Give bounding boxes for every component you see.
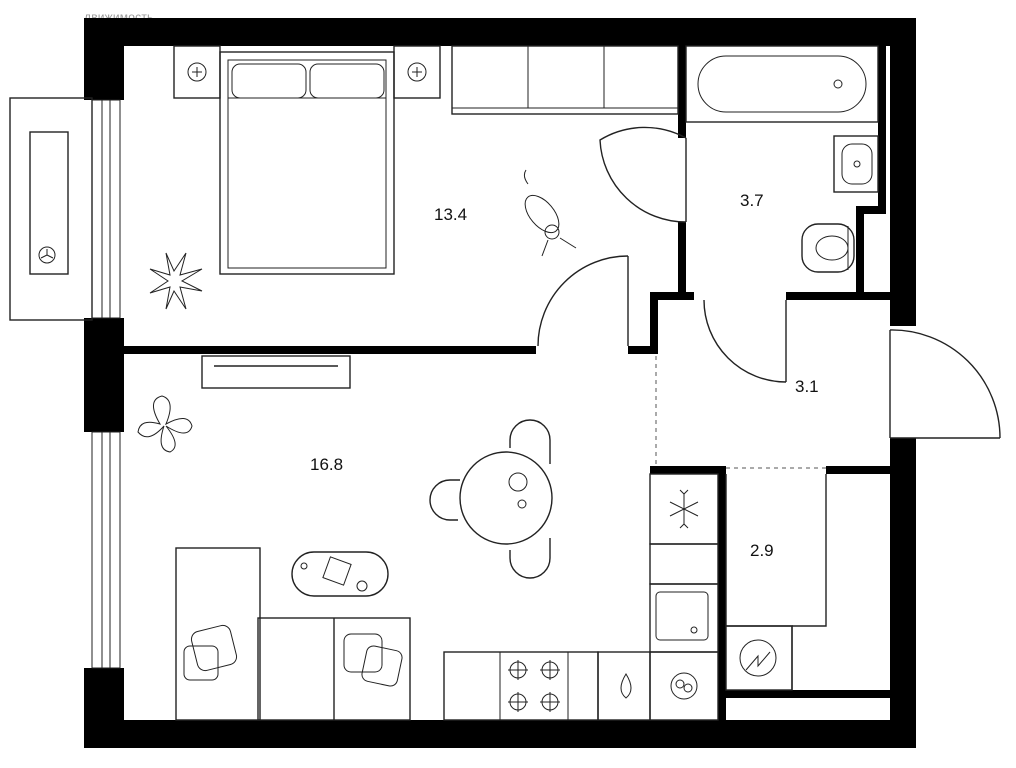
toilet-icon	[801, 223, 855, 273]
kitchen-counter	[649, 543, 719, 585]
room-area-bathroom: 3.7	[740, 191, 764, 210]
window-living	[91, 431, 121, 669]
sink-icon	[833, 135, 879, 193]
door-icon	[889, 329, 1001, 439]
bed-icon	[219, 51, 395, 275]
bathtub-icon	[685, 45, 879, 123]
plant-icon	[137, 395, 193, 453]
chair-icon	[429, 419, 551, 579]
sofa-icon	[175, 547, 411, 721]
room-area-hallway: 3.1	[795, 377, 819, 396]
wardrobe-icon	[451, 45, 679, 115]
plant-icon	[149, 252, 203, 310]
exterior-walls	[84, 18, 916, 748]
window-bedroom	[91, 99, 121, 319]
fan-icon	[40, 249, 54, 259]
stove-icon	[443, 651, 599, 721]
door-icon	[599, 126, 687, 223]
coffee-table-icon	[291, 551, 389, 597]
door-icon	[703, 299, 787, 383]
bedside-table-right	[393, 45, 441, 99]
dining-table-icon	[459, 451, 553, 545]
bedside-table-left	[173, 45, 221, 99]
radiator-icon	[9, 97, 93, 321]
fridge-icon	[649, 473, 719, 545]
pillow-icon	[183, 624, 403, 687]
room-area-storage: 2.9	[750, 541, 774, 560]
tv-stand-icon	[201, 355, 351, 389]
washing-machine-icon	[725, 625, 793, 691]
oven-icon	[597, 651, 651, 721]
water-heater-icon	[649, 651, 719, 721]
interior-walls	[124, 46, 890, 720]
room-area-bedroom: 13.4	[434, 205, 467, 224]
dog-icon	[523, 169, 577, 257]
kitchen-sink-icon	[649, 583, 719, 653]
room-area-living-kitchen: 16.8	[310, 455, 343, 474]
door-icon	[537, 255, 629, 347]
